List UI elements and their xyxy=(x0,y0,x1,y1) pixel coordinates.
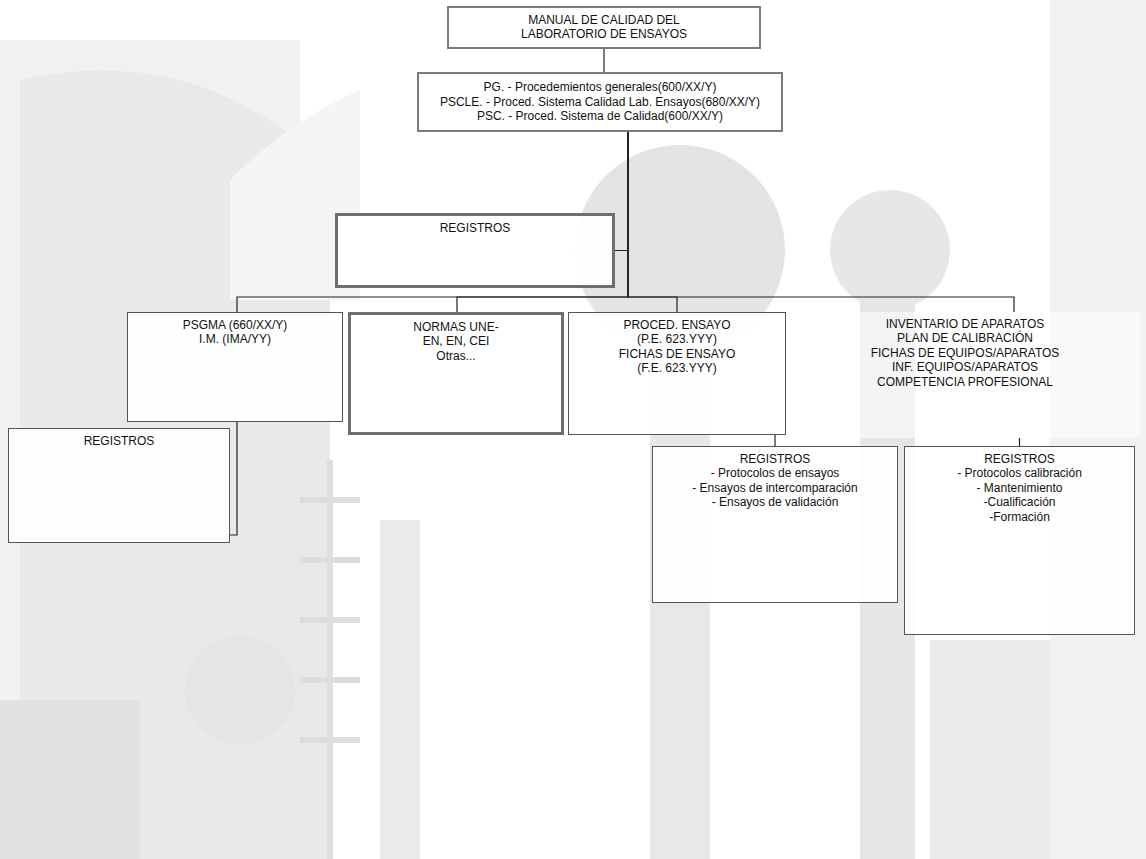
box-line: -Formación xyxy=(989,510,1050,524)
box-line: - Protocolos de ensayos xyxy=(711,466,840,480)
test-procedure-box: PROCED. ENSAYO (P.E. 623.YYY)FICHAS DE E… xyxy=(568,312,786,435)
box-line: I.M. (IMA/YY) xyxy=(199,332,271,346)
box-heading: PSGMA (660/XX/Y) xyxy=(183,318,288,332)
box-heading: INVENTARIO DE APARATOS xyxy=(886,317,1044,331)
tree-connector xyxy=(237,132,628,312)
box-line: Otras... xyxy=(436,349,475,363)
box-heading: MANUAL DE CALIDAD DEL LABORATORIO DE ENS… xyxy=(499,13,709,42)
box-line: PSCLE. - Proced. Sistema Calidad Lab. En… xyxy=(440,95,760,109)
box-line: FICHAS DE ENSAYO (F.E. 623.YYY) xyxy=(613,347,741,376)
records-box: REGISTROS xyxy=(8,428,230,543)
tree-connector xyxy=(628,132,1014,312)
records-box: REGISTROS xyxy=(335,213,615,288)
box-line: - Mantenimiento xyxy=(976,481,1062,495)
box-line: - Ensayos de intercomparación xyxy=(692,481,857,495)
box-line: INF. EQUIPOS/APARATOS xyxy=(892,360,1038,374)
tree-connector xyxy=(628,132,677,312)
box-heading: PG. - Procedemientos generales(600/XX/Y) xyxy=(484,80,717,94)
equipment-box: INVENTARIO DE APARATOSPLAN DE CALIBRACIÓ… xyxy=(790,312,1140,438)
box-line: - Protocolos calibración xyxy=(957,466,1082,480)
box-heading: REGISTROS xyxy=(84,434,155,448)
tree-connector xyxy=(230,422,237,535)
records-box: REGISTROS- Protocolos de ensayos- Ensayo… xyxy=(652,446,898,603)
procedures-box: PG. - Procedemientos generales(600/XX/Y)… xyxy=(417,72,783,132)
tree-connector xyxy=(774,435,775,446)
manual-box: MANUAL DE CALIDAD DEL LABORATORIO DE ENS… xyxy=(447,6,761,49)
box-heading: REGISTROS xyxy=(984,452,1055,466)
tree-connector xyxy=(603,49,604,72)
box-heading: REGISTROS xyxy=(740,452,811,466)
box-heading: PROCED. ENSAYO (P.E. 623.YYY) xyxy=(613,318,741,347)
box-line: FICHAS DE EQUIPOS/APARATOS xyxy=(871,346,1060,360)
box-line: PSC. - Proced. Sistema de Calidad(600/XX… xyxy=(477,109,723,123)
box-heading: NORMAS UNE-EN, EN, CEI xyxy=(400,320,512,349)
box-line: PLAN DE CALIBRACIÓN xyxy=(897,331,1033,345)
box-heading: REGISTROS xyxy=(440,221,511,235)
box-line: -Cualificación xyxy=(983,495,1055,509)
standards-box: NORMAS UNE-EN, EN, CEIOtras... xyxy=(348,312,564,435)
records-box: REGISTROS- Protocolos calibración- Mante… xyxy=(904,446,1135,635)
tree-connector xyxy=(1019,438,1020,446)
insulator-stack xyxy=(300,460,360,859)
psgma-box: PSGMA (660/XX/Y)I.M. (IMA/YY) xyxy=(127,312,343,422)
box-line: - Ensayos de validación xyxy=(712,495,839,509)
box-line: COMPETENCIA PROFESIONAL xyxy=(877,375,1053,389)
tree-connector xyxy=(615,132,628,251)
